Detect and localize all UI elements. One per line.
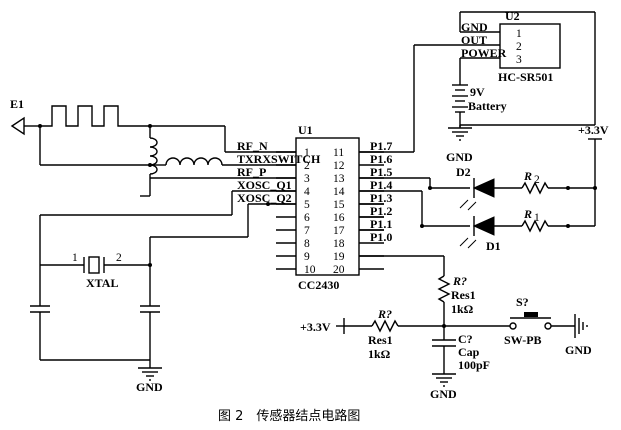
- mcu-right-net-label: P1.5: [370, 165, 392, 179]
- antenna: E1: [10, 97, 40, 136]
- sensor-pin2: 2: [516, 41, 522, 53]
- switch-name: SW-PB: [504, 333, 542, 347]
- series-name: Res1: [368, 333, 393, 347]
- mcu-left-pin-number: 4: [304, 186, 310, 198]
- sensor-gnd-name: GND: [461, 20, 488, 34]
- series-ref: R?: [377, 307, 392, 321]
- mcu-right-pin-number: 14: [333, 186, 345, 198]
- resistor-r2-ref: R: [523, 169, 532, 183]
- mcu-left-pin-number: 2: [304, 160, 310, 172]
- led-d1-ref: D1: [486, 239, 501, 253]
- wire-leds: [359, 177, 470, 231]
- sensor-power-name: POWER: [461, 46, 507, 60]
- mcu-right-pin-number: 19: [333, 251, 345, 263]
- ground-symbol-switch: GND: [565, 314, 592, 357]
- wire-p17: [359, 44, 500, 153]
- ground-symbol-cap: GND: [430, 373, 457, 401]
- mcu-right-net-label: P1.6: [370, 152, 392, 166]
- balun-network: [38, 105, 296, 197]
- crystal-pin2: 2: [116, 252, 122, 264]
- switch-ref: S?: [516, 295, 529, 309]
- ground-symbol-battery: GND: [446, 127, 473, 164]
- mcu-right-net-label: P1.7: [370, 139, 392, 153]
- mcu-left-pin-number: 9: [304, 251, 310, 263]
- mcu-right-pin-number: 12: [333, 160, 345, 172]
- cap-value: 100pF: [458, 358, 490, 372]
- battery-voltage: 9V: [470, 85, 485, 99]
- mcu-left-pin-number: 10: [304, 264, 316, 276]
- led-d2-ref: D2: [456, 165, 471, 179]
- mcu-left-pin-number: 5: [304, 199, 310, 211]
- antenna-label: E1: [10, 97, 24, 111]
- mcu-left-net-label: RF_N: [237, 139, 268, 153]
- mcu-right-pin-number: 13: [333, 173, 345, 185]
- sensor-out-name: OUT: [461, 33, 487, 47]
- battery: 9V Battery: [452, 84, 507, 128]
- supply-label-left: +3.3V: [300, 320, 331, 334]
- mcu-part: CC2430: [298, 278, 339, 292]
- resistor-r1: R 1: [521, 207, 595, 233]
- pullup-resistor: R? Res1 1kΩ: [437, 274, 476, 326]
- supply-rail-right: +3.3V: [578, 123, 609, 226]
- resistor-r1-ref: R: [523, 207, 532, 221]
- mcu-right-pin-number: 20: [333, 264, 345, 276]
- mcu-right-net-label: P1.3: [370, 191, 392, 205]
- ground-symbol-left: GND: [136, 367, 163, 394]
- mcu-right-pin-number: 15: [333, 199, 345, 211]
- sensor-pin1: 1: [516, 28, 522, 40]
- cap-name: Cap: [458, 345, 480, 359]
- mcu-left-net-label: XOSC_Q1: [237, 178, 292, 192]
- ground-label-left: GND: [136, 380, 163, 394]
- series-value: 1kΩ: [368, 347, 391, 361]
- mcu-right-pin-number: 18: [333, 238, 345, 250]
- resistor-r2: R 2: [521, 169, 595, 195]
- mcu-left-pin-number: 3: [304, 173, 310, 185]
- capacitor: C? Cap 100pF: [432, 326, 490, 374]
- mcu-right-net-label: P1.1: [370, 217, 392, 231]
- sensor-ref: U2: [505, 9, 520, 23]
- battery-label: Battery: [468, 99, 507, 113]
- mcu-chip: U1 CC2430 123456789101112131415161718192…: [237, 123, 392, 292]
- pullup-name: Res1: [451, 288, 476, 302]
- sensor-pin3: 3: [516, 54, 522, 66]
- crystal-pin1: 1: [72, 252, 78, 264]
- ground-label-cap: GND: [430, 387, 457, 401]
- mcu-right-net-label: P1.4: [370, 178, 392, 192]
- pullup-ref: R?: [452, 274, 467, 288]
- series-resistor: +3.3V R? Res1 1kΩ: [300, 307, 510, 361]
- mcu-left-net-label: TXRXSWITCH: [237, 152, 321, 166]
- mcu-left-net-label: RF_P: [237, 165, 266, 179]
- mcu-right-pin-number: 16: [333, 212, 345, 224]
- mcu-ref: U1: [298, 123, 313, 137]
- mcu-left-pin-number: 1: [304, 147, 310, 159]
- mcu-left-pin-number: 6: [304, 212, 310, 224]
- led-d1: D1: [459, 216, 522, 253]
- figure-caption: 图 2 传感器结点电路图: [218, 408, 360, 424]
- pushbutton: S? SW-PB: [504, 295, 575, 347]
- sensor-part: HC-SR501: [498, 70, 553, 84]
- ground-label-battery: GND: [446, 150, 473, 164]
- resistor-r1-index: 1: [534, 212, 540, 224]
- pir-sensor: U2 HC-SR501 1 2 3 GND OUT POWER: [459, 9, 596, 127]
- mcu-right-pin-number: 17: [333, 225, 345, 237]
- led-d2: D2: [456, 165, 522, 211]
- mcu-right-pin-number: 11: [333, 147, 344, 159]
- supply-label-right: +3.3V: [578, 123, 609, 137]
- ground-label-switch: GND: [565, 343, 592, 357]
- crystal-label: XTAL: [86, 276, 118, 290]
- mcu-right-net-label: P1.0: [370, 230, 392, 244]
- mcu-left-net-label: XOSC_Q2: [237, 191, 292, 205]
- crystal-network: 1 2 XTAL: [30, 190, 296, 368]
- resistor-r2-index: 2: [534, 174, 540, 186]
- cap-ref: C?: [458, 332, 473, 346]
- pullup-value: 1kΩ: [451, 302, 474, 316]
- mcu-right-net-label: P1.2: [370, 204, 392, 218]
- wire-p19: [359, 255, 445, 276]
- mcu-left-pin-number: 7: [304, 225, 310, 237]
- mcu-left-pin-number: 8: [304, 238, 310, 250]
